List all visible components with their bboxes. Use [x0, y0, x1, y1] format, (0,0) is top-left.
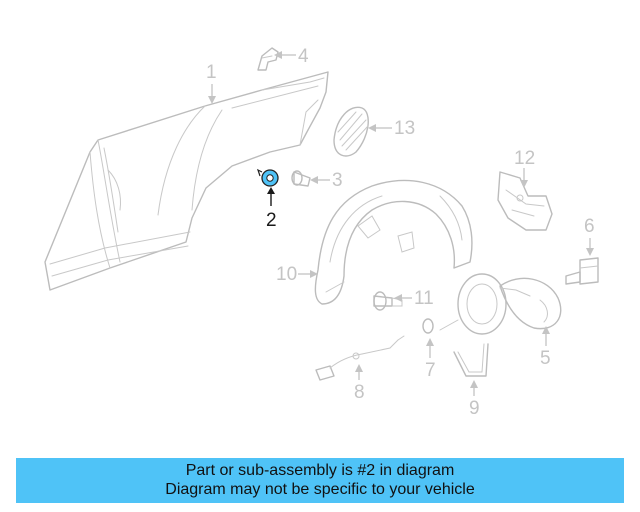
vent-grille-drawing — [333, 106, 369, 157]
callout-1: 1 — [206, 62, 217, 83]
bracket-drawing — [257, 47, 279, 71]
callout-7: 7 — [425, 360, 436, 381]
callout-6: 6 — [584, 216, 595, 237]
bolt-drawing — [373, 291, 403, 311]
callout-11: 11 — [414, 288, 434, 309]
clip-part-2-highlight — [256, 168, 279, 187]
info-banner: Part or sub-assembly is #2 in diagram Di… — [16, 458, 624, 503]
fuel-door-housing-drawing — [439, 273, 562, 335]
callout-labels: 1 4 13 3 2 12 6 10 11 5 — [206, 46, 595, 419]
callout-2: 2 — [266, 210, 277, 231]
callout-8: 8 — [354, 382, 365, 403]
parts-diagram: 1 4 13 3 2 12 6 10 11 5 — [44, 46, 599, 419]
callout-10: 10 — [276, 264, 297, 285]
quarter-panel-drawing — [44, 71, 329, 291]
screw-drawing — [291, 170, 311, 187]
release-cable-drawing — [565, 257, 599, 285]
wheelhouse-liner-drawing — [314, 179, 473, 305]
callout-5: 5 — [540, 348, 551, 369]
washer-drawing — [422, 318, 434, 334]
banner-line-part: Part or sub-assembly is #2 in diagram — [185, 462, 455, 479]
callout-13: 13 — [394, 118, 415, 139]
callout-12: 12 — [514, 148, 535, 169]
callout-3: 3 — [332, 170, 343, 191]
drain-hose-drawing — [453, 343, 489, 377]
callout-4: 4 — [298, 46, 309, 67]
callout-9: 9 — [469, 398, 480, 419]
harness-drawing — [315, 335, 405, 381]
banner-line-disclaimer: Diagram may not be specific to your vehi… — [165, 481, 475, 498]
